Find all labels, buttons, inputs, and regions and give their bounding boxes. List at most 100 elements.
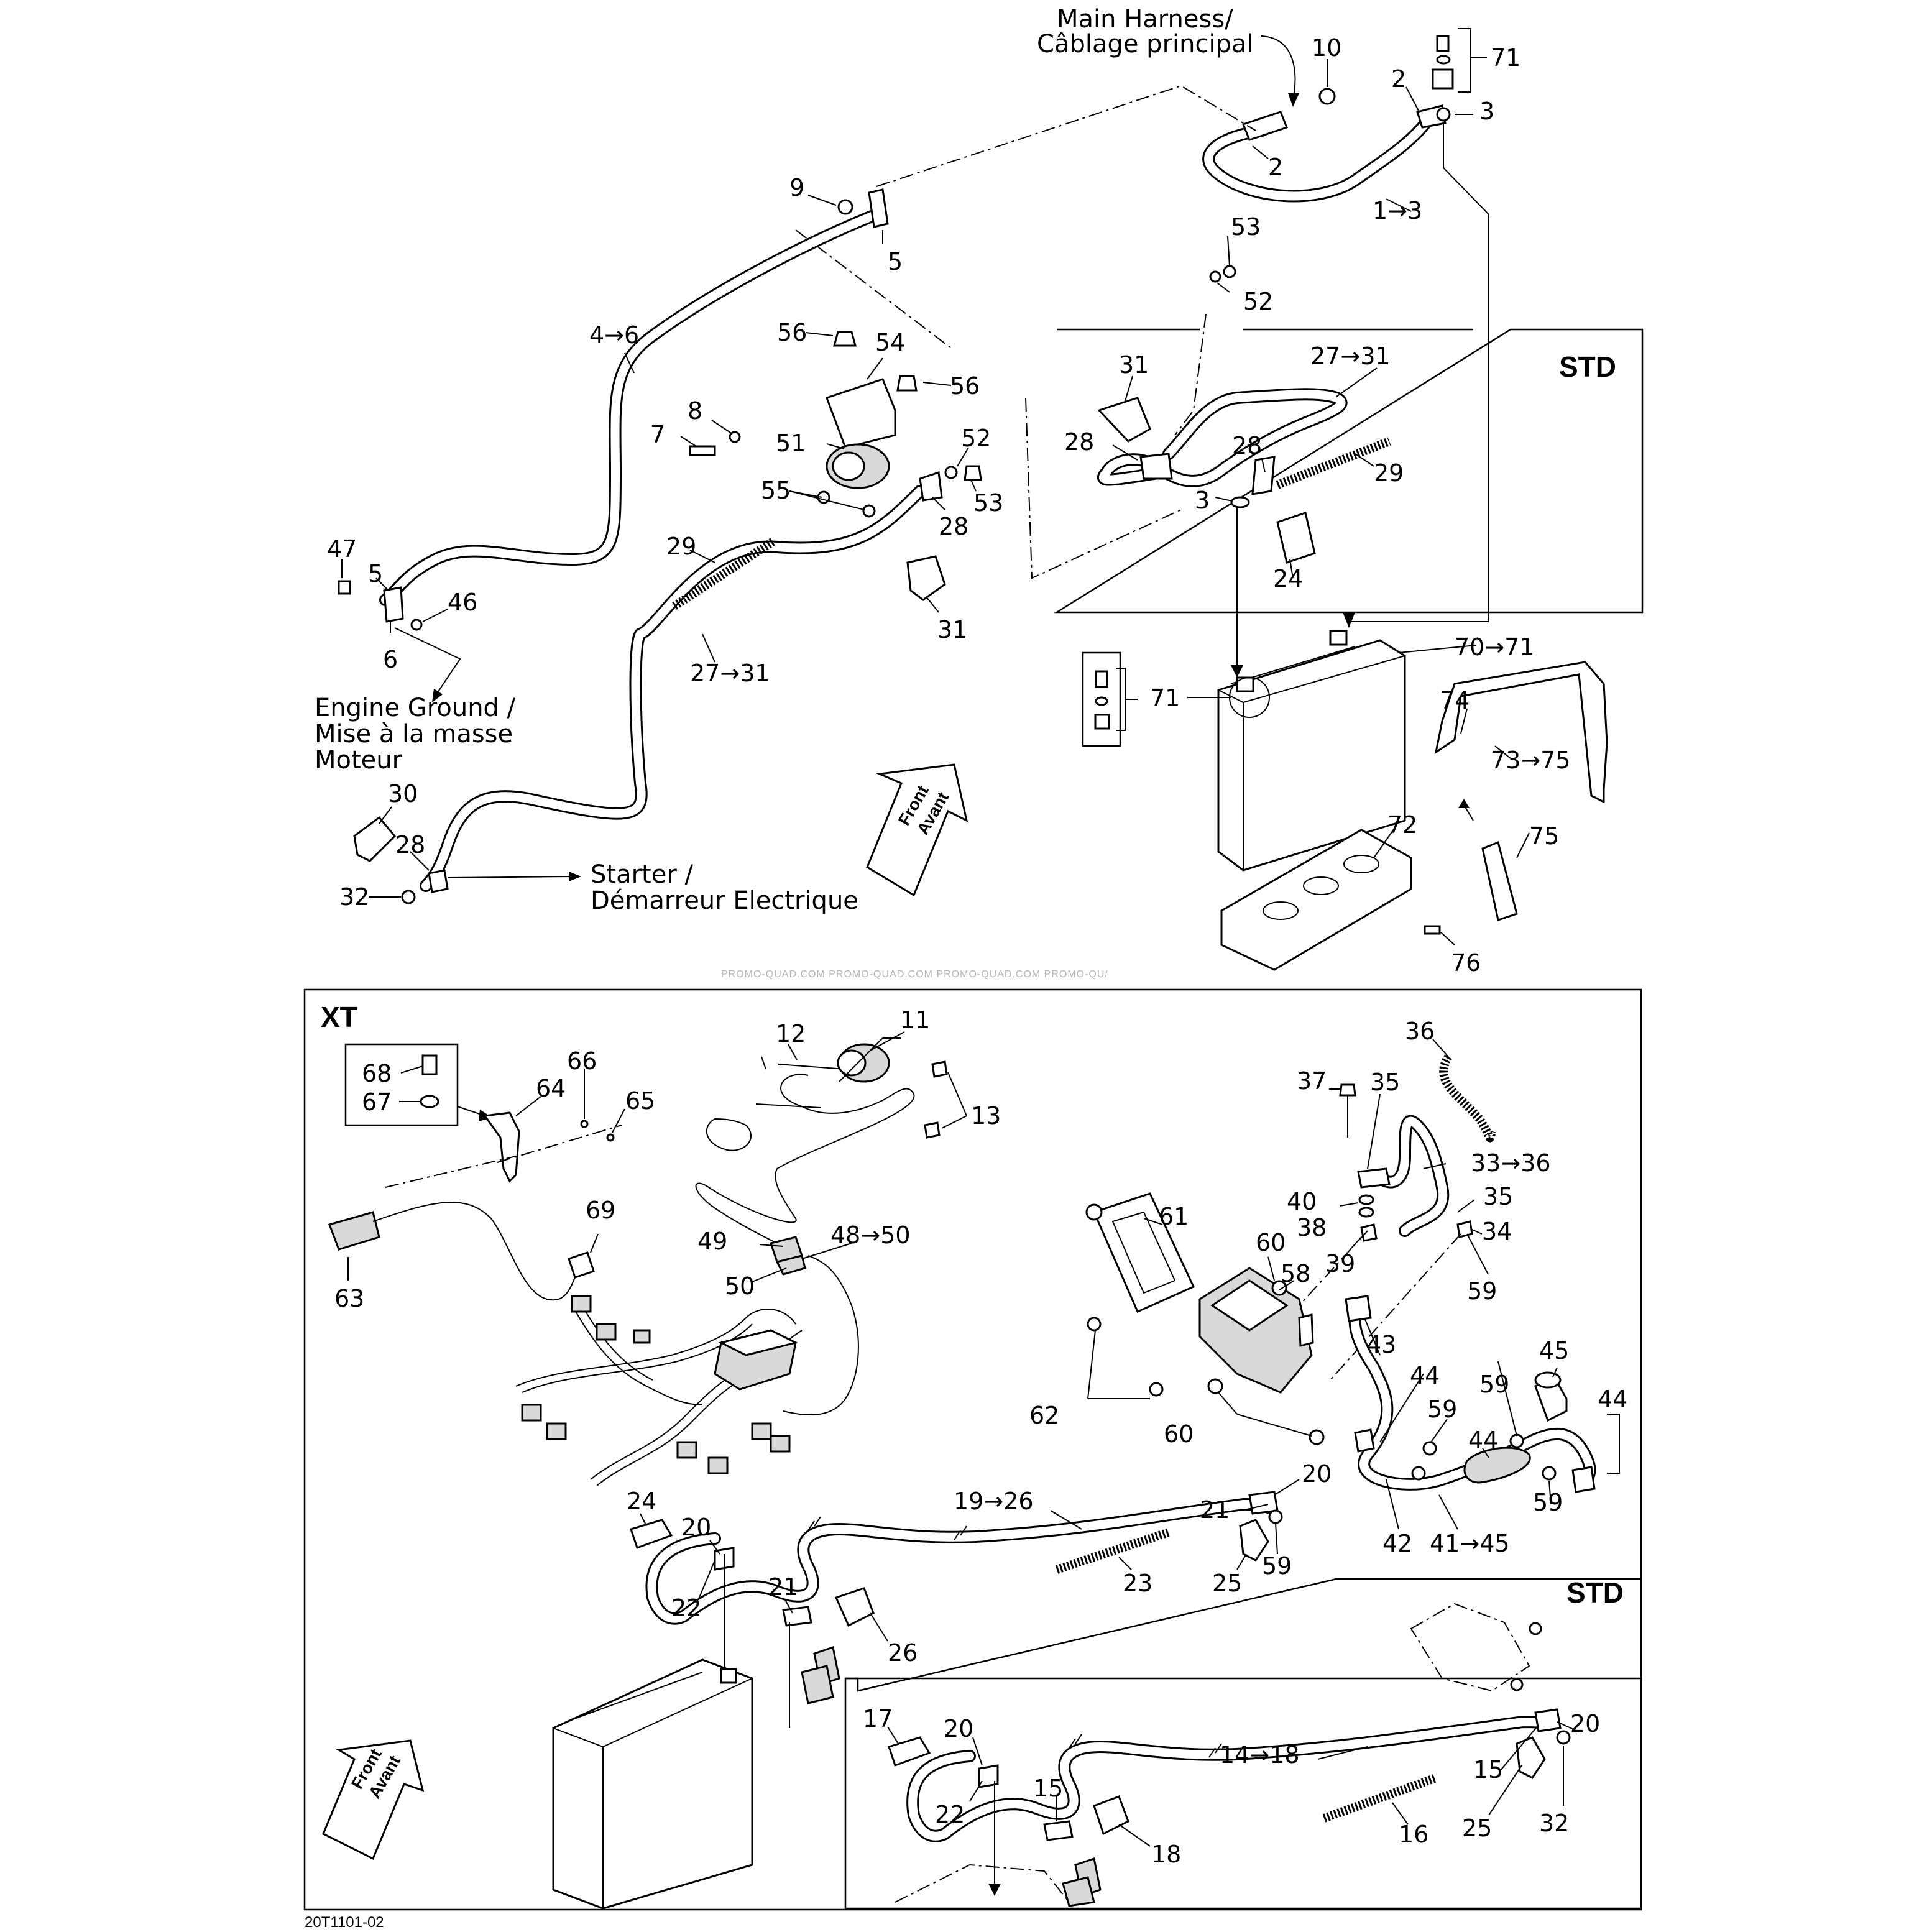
callout-9: 9 [789,174,804,201]
xt-section: XT [303,988,1642,1911]
callout-71-top: 71 [1491,44,1520,71]
bolt-62a [1087,1317,1102,1332]
nut-59-mid [1422,1441,1437,1456]
washer-8 [729,431,741,443]
engine-ground-arrow [394,627,461,697]
module-63 [328,1211,380,1251]
callout-58: 58 [1281,1260,1310,1287]
wiring-harness [515,1255,859,1486]
boot-31 [906,555,946,601]
screw-12a [778,1064,846,1070]
relay-std [1410,1603,1542,1692]
lug-28-std-left [1139,453,1173,480]
callout-38: 38 [1297,1214,1327,1241]
callout-29-std: 29 [1374,459,1404,487]
callout-22-xt: 22 [671,1594,701,1622]
callout-74: 74 [1440,687,1470,714]
callout-61: 61 [1159,1203,1189,1230]
sleeve-16 [1322,1773,1438,1823]
callout-5-left: 5 [368,560,383,587]
callout-28-bottom: 28 [395,831,425,858]
leader-lines-xt [347,1031,1558,1642]
callout-17: 17 [863,1705,893,1732]
starter-motor-xt [789,1622,840,1728]
callout-76: 76 [1451,949,1481,977]
lug-44 [1354,1428,1375,1453]
lug-21-xt [782,1606,812,1627]
nut-59-lower [1268,1509,1283,1524]
solenoid-bracket-54 [826,378,896,449]
main-harness-note-line2: Câblage principal [1037,30,1254,58]
callout-60-b: 60 [1164,1420,1194,1448]
boot-25 [1239,1519,1269,1562]
lug-15-std [1534,1708,1562,1732]
callout-69: 69 [586,1197,615,1224]
part-65 [606,1133,615,1142]
callout-62: 62 [1029,1402,1059,1429]
nut-53 [964,465,982,481]
nut-60-top [1271,1280,1287,1296]
battery-xt [552,1658,753,1910]
callout-72: 72 [1387,811,1417,839]
callout-59-d: 59 [1533,1489,1563,1516]
callout-4-6: 4→6 [589,321,639,349]
drawing-code: 20T1101-02 [305,1914,384,1931]
nut-13b [924,1121,941,1139]
nut-60-bottom [1309,1429,1325,1445]
xt-label: XT [321,1001,357,1033]
starter-arrow [447,876,573,878]
bracket-64 [483,1111,520,1183]
nut-13a [931,1060,948,1078]
nut-53-top [1223,265,1236,278]
bracket-75 [1481,840,1518,921]
cable-lug-2 [1242,111,1288,141]
top-section: Main Harness/ Câblage principal [315,5,1644,977]
callout-28-top: 28 [939,513,968,540]
nut-60-left [1207,1378,1223,1394]
callout-37: 37 [1297,1067,1327,1095]
callout-18: 18 [1151,1841,1181,1868]
callout-59-b: 59 [1479,1371,1509,1398]
callout-27-31-std: 27→31 [1310,343,1391,370]
bolt-55b [862,504,876,518]
callout-53: 53 [973,489,1003,517]
callout-55: 55 [761,477,791,504]
callout-3-std: 3 [1195,487,1210,514]
callout-26: 26 [888,1639,918,1667]
boot-26 [834,1587,875,1627]
dash-line-top [876,85,1256,187]
boot-44-mid [1463,1447,1531,1484]
bolt-62b [1149,1382,1164,1397]
engine-ground-note-line3: Moteur [315,746,403,775]
callout-68: 68 [362,1060,392,1087]
terminal-block-71 [1432,68,1454,90]
washer-3 [1436,107,1451,122]
callout-27-31: 27→31 [690,660,770,687]
engine-ground-note-line1: Engine Ground / [315,694,516,722]
callout-66: 66 [567,1047,597,1075]
lug-20-std [978,1764,999,1788]
callout-1-3: 1→3 [1373,197,1422,224]
callout-3-top: 3 [1479,98,1494,125]
xt-box [303,988,1642,1911]
callout-59-e: 59 [1262,1552,1292,1580]
clamp [706,1118,752,1151]
callout-19-26: 19→26 [954,1488,1034,1515]
callout-20-std: 20 [944,1715,973,1742]
callout-21-xt: 21 [768,1573,798,1601]
washer-38 [1358,1207,1374,1218]
callout-75: 75 [1529,822,1559,850]
starter-note-line2: Démarreur Electrique [591,886,858,915]
callout-29: 29 [666,533,696,560]
callout-36: 36 [1405,1018,1435,1045]
callout-28-std-b: 28 [1232,432,1262,459]
front-arrow-top: Front Avant [866,763,968,897]
callout-35-right: 35 [1483,1183,1513,1210]
std-label-top: STD [1559,351,1616,383]
callout-41-45: 41→45 [1430,1530,1510,1557]
callout-12: 12 [776,1020,806,1047]
lug-28-bottom [428,869,449,893]
callout-53-top: 53 [1231,213,1261,241]
callout-60-a: 60 [1256,1229,1286,1256]
